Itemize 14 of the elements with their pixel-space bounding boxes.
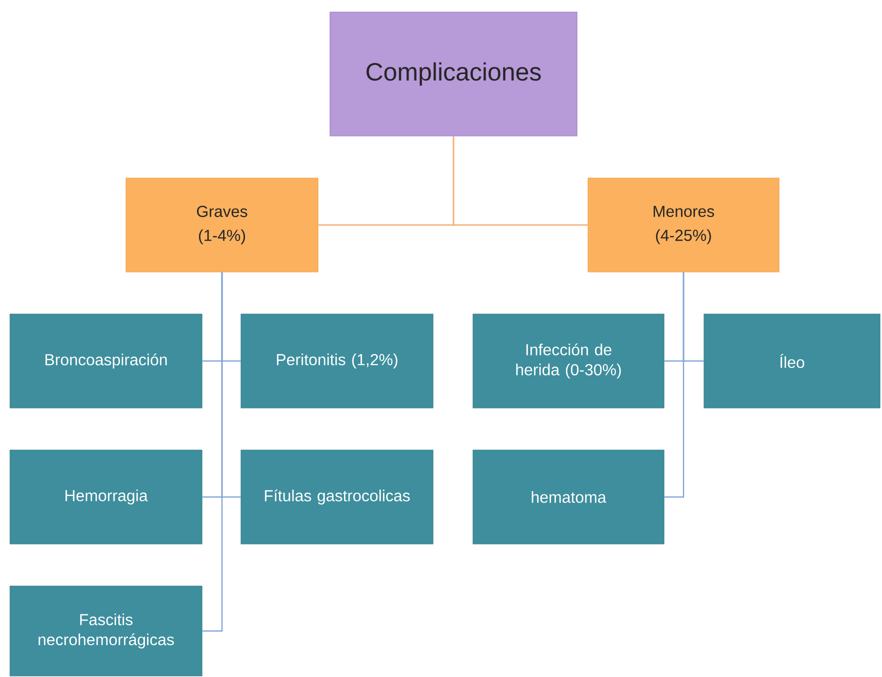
connector-line — [202, 272, 223, 632]
connector-line — [452, 136, 588, 226]
title-box: Complicaciones — [330, 12, 578, 136]
item-box: Íleo — [704, 314, 880, 408]
item-box: Fítulas gastrocolicas — [240, 450, 434, 544]
item-box: hematoma — [472, 450, 664, 544]
category-box: Graves (1-4%) — [126, 178, 318, 272]
category-box: Menores (4-25%) — [588, 178, 780, 272]
item-box: Peritonitis (1,2%) — [240, 314, 434, 408]
item-box: Infección de herida (0-30%) — [472, 314, 664, 408]
item-box: Hemorragia — [10, 450, 202, 544]
connector-line — [664, 272, 684, 498]
item-box: Broncoaspiración — [10, 314, 202, 408]
item-box: Fascitis necrohemorrágicas — [10, 586, 202, 676]
